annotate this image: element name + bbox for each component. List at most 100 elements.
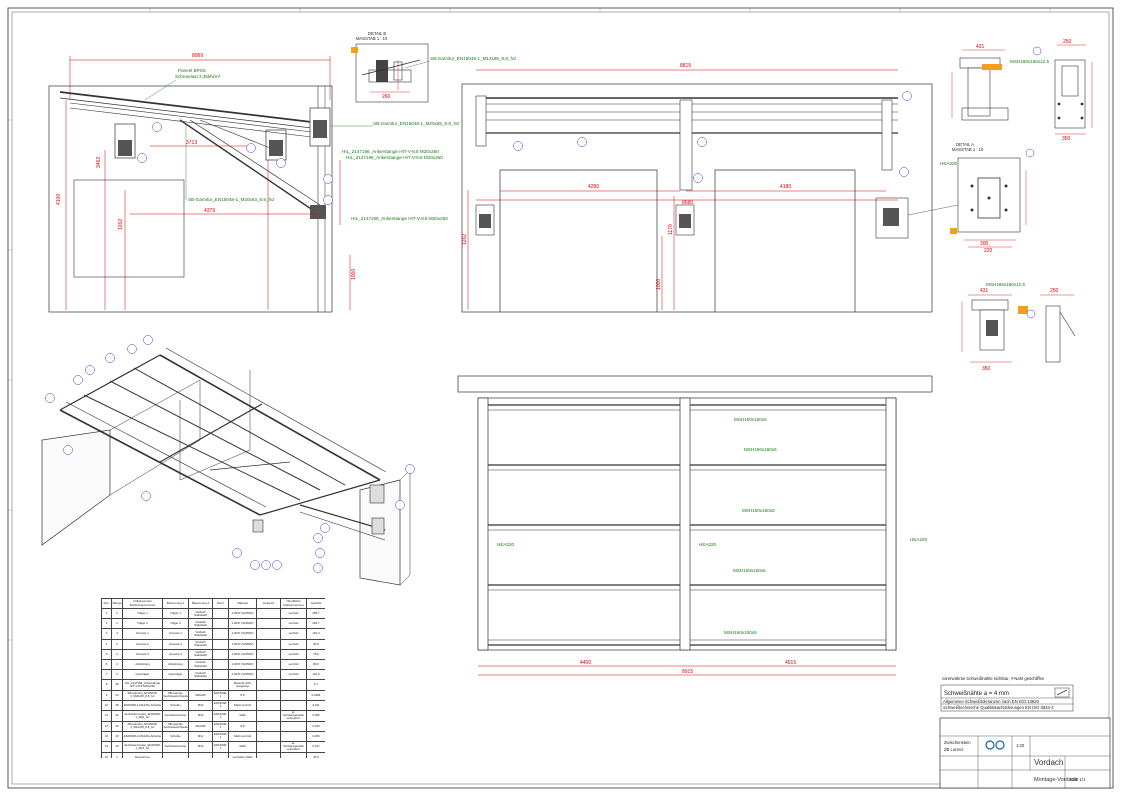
dim-front-total: 8815 (680, 63, 691, 69)
dim-front-h3: 1000 (656, 279, 662, 290)
table-cell (212, 679, 229, 691)
table-cell (280, 689, 307, 701)
table-cell: Abstützung (122, 658, 163, 671)
table-cell: 14 (101, 740, 112, 753)
table-cell: EN15048-1 (212, 689, 229, 701)
table-cell: 4 (101, 638, 112, 650)
detail-b-scale: MASSTAB 1 : 10 (356, 36, 388, 41)
table-cell (256, 689, 281, 701)
parts-header-cell: Benennung 1 (162, 598, 189, 609)
table-cell: 0,033 (306, 720, 325, 732)
weld-note: Schweißnähte a = 4 mm (944, 691, 1009, 697)
weld-quality: Schweißtechnische Qualitätsanforderungen… (943, 705, 1054, 710)
table-cell: 2 (111, 607, 123, 620)
label-plan-msh4: MSH150x150x5 (733, 568, 766, 573)
table-cell: verzinkt (280, 658, 307, 671)
table-cell (256, 740, 281, 753)
table-cell: 1.0037 (S235JR) (228, 607, 257, 620)
table-cell (212, 658, 229, 671)
table-cell: verzinkt (280, 628, 307, 640)
dim-side-b: 4379 (204, 208, 215, 214)
title-city: ZB Lorenz (944, 747, 963, 752)
label-msh-a: MSH180x180x12,5 (1010, 59, 1050, 64)
table-cell: 1.0037 (S235JR) (228, 638, 257, 650)
table-cell: Konsole 2 (162, 638, 189, 650)
table-cell: M20 (188, 709, 213, 722)
table-cell (256, 720, 281, 732)
svg-text:220: 220 (984, 248, 993, 254)
console-detail-bottom: 431 250 350 MSH180x180x12,5 (961, 282, 1076, 372)
table-cell: ar. Schwarzgesellte verkupfern (280, 740, 307, 753)
table-cell: 4 (111, 658, 123, 671)
table-cell: verzinkt (280, 669, 307, 681)
table-cell: 32 (111, 709, 123, 722)
svg-text:250: 250 (1063, 39, 1072, 45)
parts-header-cell: Benennung 2 (188, 598, 213, 609)
table-cell: EN15048-1 (212, 740, 229, 753)
table-cell: Scheibe (162, 730, 189, 742)
table-cell: 12 (101, 720, 112, 732)
dim-front-h2: 1170 (668, 224, 674, 235)
table-cell: 1.0037 (S235JR) (228, 658, 257, 671)
table-cell: 0,017 (306, 740, 325, 753)
table-cell: 3 (101, 628, 112, 640)
dim-side-h3: 1000 (351, 269, 357, 280)
table-cell (256, 628, 281, 640)
parts-header-cell: Norm (212, 598, 229, 609)
dim-plan-right: 4515 (785, 660, 796, 666)
table-cell: EN15048-1 (212, 709, 229, 722)
table-cell: 8 (101, 679, 112, 691)
table-cell: 13 (101, 730, 112, 742)
label-sb2: SB-Garnitur_EN15048-1_M20x65_8.8_fvz (373, 121, 460, 126)
table-cell (212, 669, 229, 681)
table-cell: Vordach Stahlstahl (188, 658, 213, 671)
table-cell: EN15048-1 (212, 699, 229, 711)
table-cell: verzinkter Stahl (228, 751, 257, 758)
dim-front-left: 4280 (588, 184, 599, 190)
table-cell: Stahl (228, 740, 257, 753)
isometric-view (41, 335, 415, 586)
front-view: 8815 4280 4180 8680 1262 1000 1170 (461, 63, 959, 313)
parts-header-cell: Lieferant (256, 598, 281, 609)
table-cell (256, 648, 281, 660)
label-sb3: SB-Garnitur_EN15048-1_M20x63_8.8_fvz (188, 197, 275, 202)
label-plan-msh3: MSH150x150x5 (742, 508, 775, 513)
sheet-border (7, 7, 1114, 789)
table-cell (256, 709, 281, 722)
table-cell (256, 730, 281, 742)
detail-a: DETAIL A MASSTAB 1 : 10 300 220 HEA220 (940, 142, 1035, 254)
table-cell: 102,4 (306, 628, 325, 640)
table-cell: 36 (111, 679, 123, 691)
table-cell (162, 679, 189, 691)
table-cell: M12x65 (188, 720, 213, 732)
table-cell: Regenrinne (122, 751, 163, 758)
table-cell (212, 618, 229, 630)
table-cell (256, 607, 281, 620)
weld-notes: vorerwähnte Schweißnähte sichtbar, Y-Nah… (940, 676, 1074, 712)
table-cell: Sechskantmutter (162, 709, 189, 722)
table-cell: 45,0 (306, 751, 325, 758)
detail-a-title: DETAIL A (956, 142, 974, 147)
table-cell (256, 658, 281, 671)
title-subtitle: Montage-Vordach (1034, 777, 1077, 783)
dim-side-h1: 4100 (56, 194, 62, 205)
parts-header-cell: Menge (111, 598, 123, 609)
title-scale: 1:20 (1016, 743, 1025, 748)
table-cell: Stahl (228, 709, 257, 722)
table-cell: 284,7 (306, 618, 325, 630)
table-cell: 8.8 (228, 689, 257, 701)
table-cell: 3 (111, 669, 123, 681)
parts-header-cell: Material (228, 598, 257, 609)
table-cell: Konsole 1 (122, 628, 163, 640)
table-cell: 10 (101, 699, 112, 711)
table-cell: Material nicht festgelegt (228, 679, 257, 691)
